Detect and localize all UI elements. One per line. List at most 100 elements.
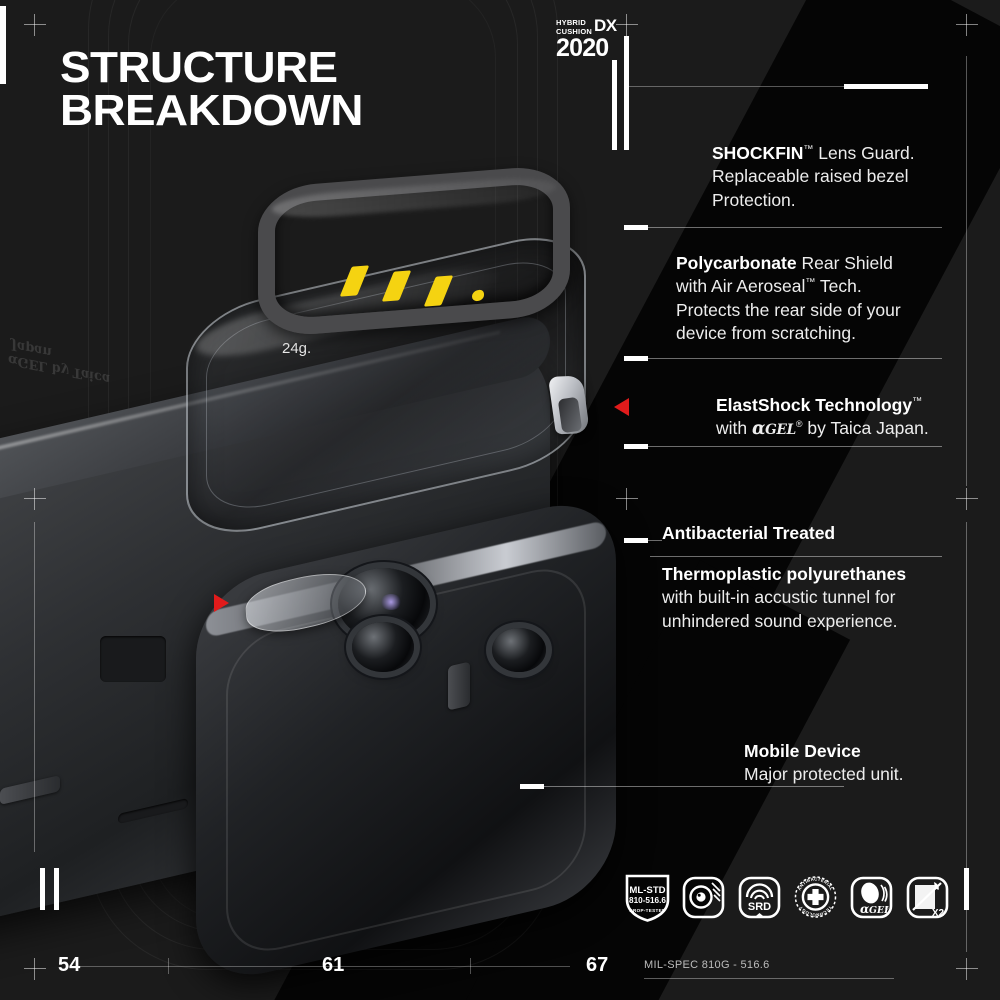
device-side-button xyxy=(0,775,60,805)
callout-polycarbonate-rest: Rear Shield xyxy=(796,253,893,273)
callout-rule-polycarbonate xyxy=(676,358,942,359)
srd-label: SRD xyxy=(748,901,771,913)
callout-elastshock-line2a: with xyxy=(716,418,752,439)
weight-annotation: 24g. xyxy=(282,340,312,357)
rule-cap-top-right xyxy=(844,84,928,89)
callout-tpu-line3: unhindered sound experience. xyxy=(662,610,898,631)
dimension-line xyxy=(70,966,570,967)
callout-elastshock: ElastShock Technology™ with αGEL® by Tai… xyxy=(716,394,972,442)
antibacterial-arc-bottom: TECHNOLOGY xyxy=(798,905,833,918)
lens-guard-stripe-3 xyxy=(423,275,454,307)
leader-cap-antibacterial xyxy=(624,538,648,543)
registration-mark-top-right xyxy=(956,14,978,36)
camera-lens-glint xyxy=(380,594,402,610)
agel-gel: GEL xyxy=(765,422,796,439)
blueprint-outline-inner xyxy=(128,0,518,932)
callout-mobile-device: Mobile Device Major protected unit. xyxy=(744,740,970,787)
page-title-line-2: BREAKDOWN xyxy=(60,86,363,136)
registration-mark-bottom-right xyxy=(956,958,978,980)
screen-protector-icon: X2 xyxy=(906,876,949,919)
measurement-right: 67 xyxy=(586,954,609,976)
edge-rule-left-lower xyxy=(34,522,35,852)
dimension-tick-right xyxy=(470,958,471,974)
mil-std-line3: DROP-TESTED xyxy=(629,908,666,913)
lens-protection-badge xyxy=(680,872,727,922)
registration-mark-mid-right xyxy=(956,488,978,510)
srd-sound-badge: SRD xyxy=(736,872,783,922)
elastshock-gel-clip xyxy=(547,375,591,435)
callout-mobile-device-line2: Major protected unit. xyxy=(744,764,904,785)
polycarbonate-rear-shield xyxy=(186,223,586,547)
tick-bar-left-top xyxy=(0,6,6,84)
mobile-device-render xyxy=(196,491,616,989)
device-metal-rail xyxy=(206,519,606,639)
callout-shockfin-title: SHOCKFIN xyxy=(712,143,804,163)
lens-guard-highlight xyxy=(272,174,556,222)
mil-std-badge: ML-STD 810-516.6 DROP-TESTED xyxy=(624,872,671,922)
agel-badge: α GEL ® xyxy=(848,872,895,922)
agel-logotype: αGEL xyxy=(752,419,796,439)
callout-polycarbonate-line3: Protects the rear side of your xyxy=(676,299,901,320)
registration-mark-top-left xyxy=(24,14,46,36)
callout-shockfin-line3: Protection. xyxy=(712,189,796,210)
callout-rule-antibacterial xyxy=(650,556,942,557)
callout-antibacterial: Antibacterial Treated xyxy=(662,522,962,545)
tick-bar-right-bottom xyxy=(964,868,969,910)
agel-badge-alpha: α xyxy=(860,902,869,916)
callout-antibacterial-title: Antibacterial Treated xyxy=(662,523,836,543)
callout-rule-shockfin xyxy=(712,227,942,228)
callout-polycarbonate-line2a: with Air Aeroseal xyxy=(676,276,806,297)
leader-line-elastshock xyxy=(646,446,716,447)
callout-tpu: Thermoplastic polyurethanes with built-i… xyxy=(662,563,964,633)
leader-cap-elastshock xyxy=(624,444,648,449)
blueprint-outline-mid xyxy=(108,0,538,950)
agel-alpha: α xyxy=(751,419,766,440)
antibacterial-cross-icon: ANTIBACTERIAL TECHNOLOGY xyxy=(794,876,837,918)
badge-hybrid-cushion: HYBRID CUSHION xyxy=(556,19,592,36)
tick-bar-left-bottom-2 xyxy=(54,868,59,910)
leader-cap-mobile-device xyxy=(520,784,544,789)
leader-line-polycarbonate xyxy=(646,358,676,359)
lens-guard-stripe-1 xyxy=(339,265,370,297)
tpu-case-body xyxy=(0,319,550,951)
measurement-left: 54 xyxy=(58,954,81,976)
callout-rule-mobile-device xyxy=(744,786,844,787)
lens-guard-icon xyxy=(682,876,725,919)
gel-fin-piece xyxy=(244,562,368,642)
callout-elastshock-title: ElastShock Technology xyxy=(716,395,913,415)
leader-line-mobile-device xyxy=(542,786,744,787)
callout-polycarbonate: Polycarbonate Rear Shield with Air Aeros… xyxy=(676,252,966,346)
edge-rule-right-upper xyxy=(966,56,967,486)
badge-line-hybrid: HYBRID xyxy=(556,18,586,28)
agel-emboss-mark: αGEL by Taica Japan xyxy=(6,336,112,387)
callout-tpu-title: Thermoplastic polyurethanes xyxy=(662,564,907,584)
badge-line-cushion: CUSHION xyxy=(556,26,592,36)
device-power-button xyxy=(448,661,470,711)
callout-tpu-line2: with built-in accustic tunnel for xyxy=(662,587,896,608)
leader-cap-polycarbonate xyxy=(624,356,648,361)
page-title: STRUCTURE BREAKDOWN xyxy=(60,45,363,136)
leader-cap-shockfin xyxy=(624,225,648,230)
callout-polycarbonate-title: Polycarbonate xyxy=(676,253,797,273)
registered-symbol: ® xyxy=(795,419,803,430)
camera-lens-tertiary xyxy=(492,628,546,672)
callout-rule-elastshock xyxy=(716,446,942,447)
footer-rule xyxy=(644,978,894,979)
dimension-tick-left xyxy=(168,958,169,974)
badge-year-label: 2020 xyxy=(556,34,609,62)
mil-std-shield-icon: ML-STD 810-516.6 DROP-TESTED xyxy=(625,874,670,922)
blueprint-outline-outer xyxy=(88,0,558,970)
callout-shockfin-line2: Replaceable raised bezel xyxy=(712,166,909,187)
tick-bar-center-1 xyxy=(612,60,617,150)
lens-guard-stripe-dot xyxy=(472,289,484,302)
case-camera-cutout xyxy=(100,636,166,682)
screen-protector-badge: X2 xyxy=(904,872,951,922)
trademark-symbol: ™ xyxy=(912,396,923,408)
agel-badge-reg: ® xyxy=(885,905,889,911)
registration-mark-bottom-left xyxy=(24,958,46,980)
tpu-case-top-face xyxy=(0,311,550,533)
rear-shield-gloss-highlight xyxy=(196,257,496,367)
device-speaker-grill xyxy=(118,797,188,825)
lens-guard-stripe-2 xyxy=(381,270,412,302)
